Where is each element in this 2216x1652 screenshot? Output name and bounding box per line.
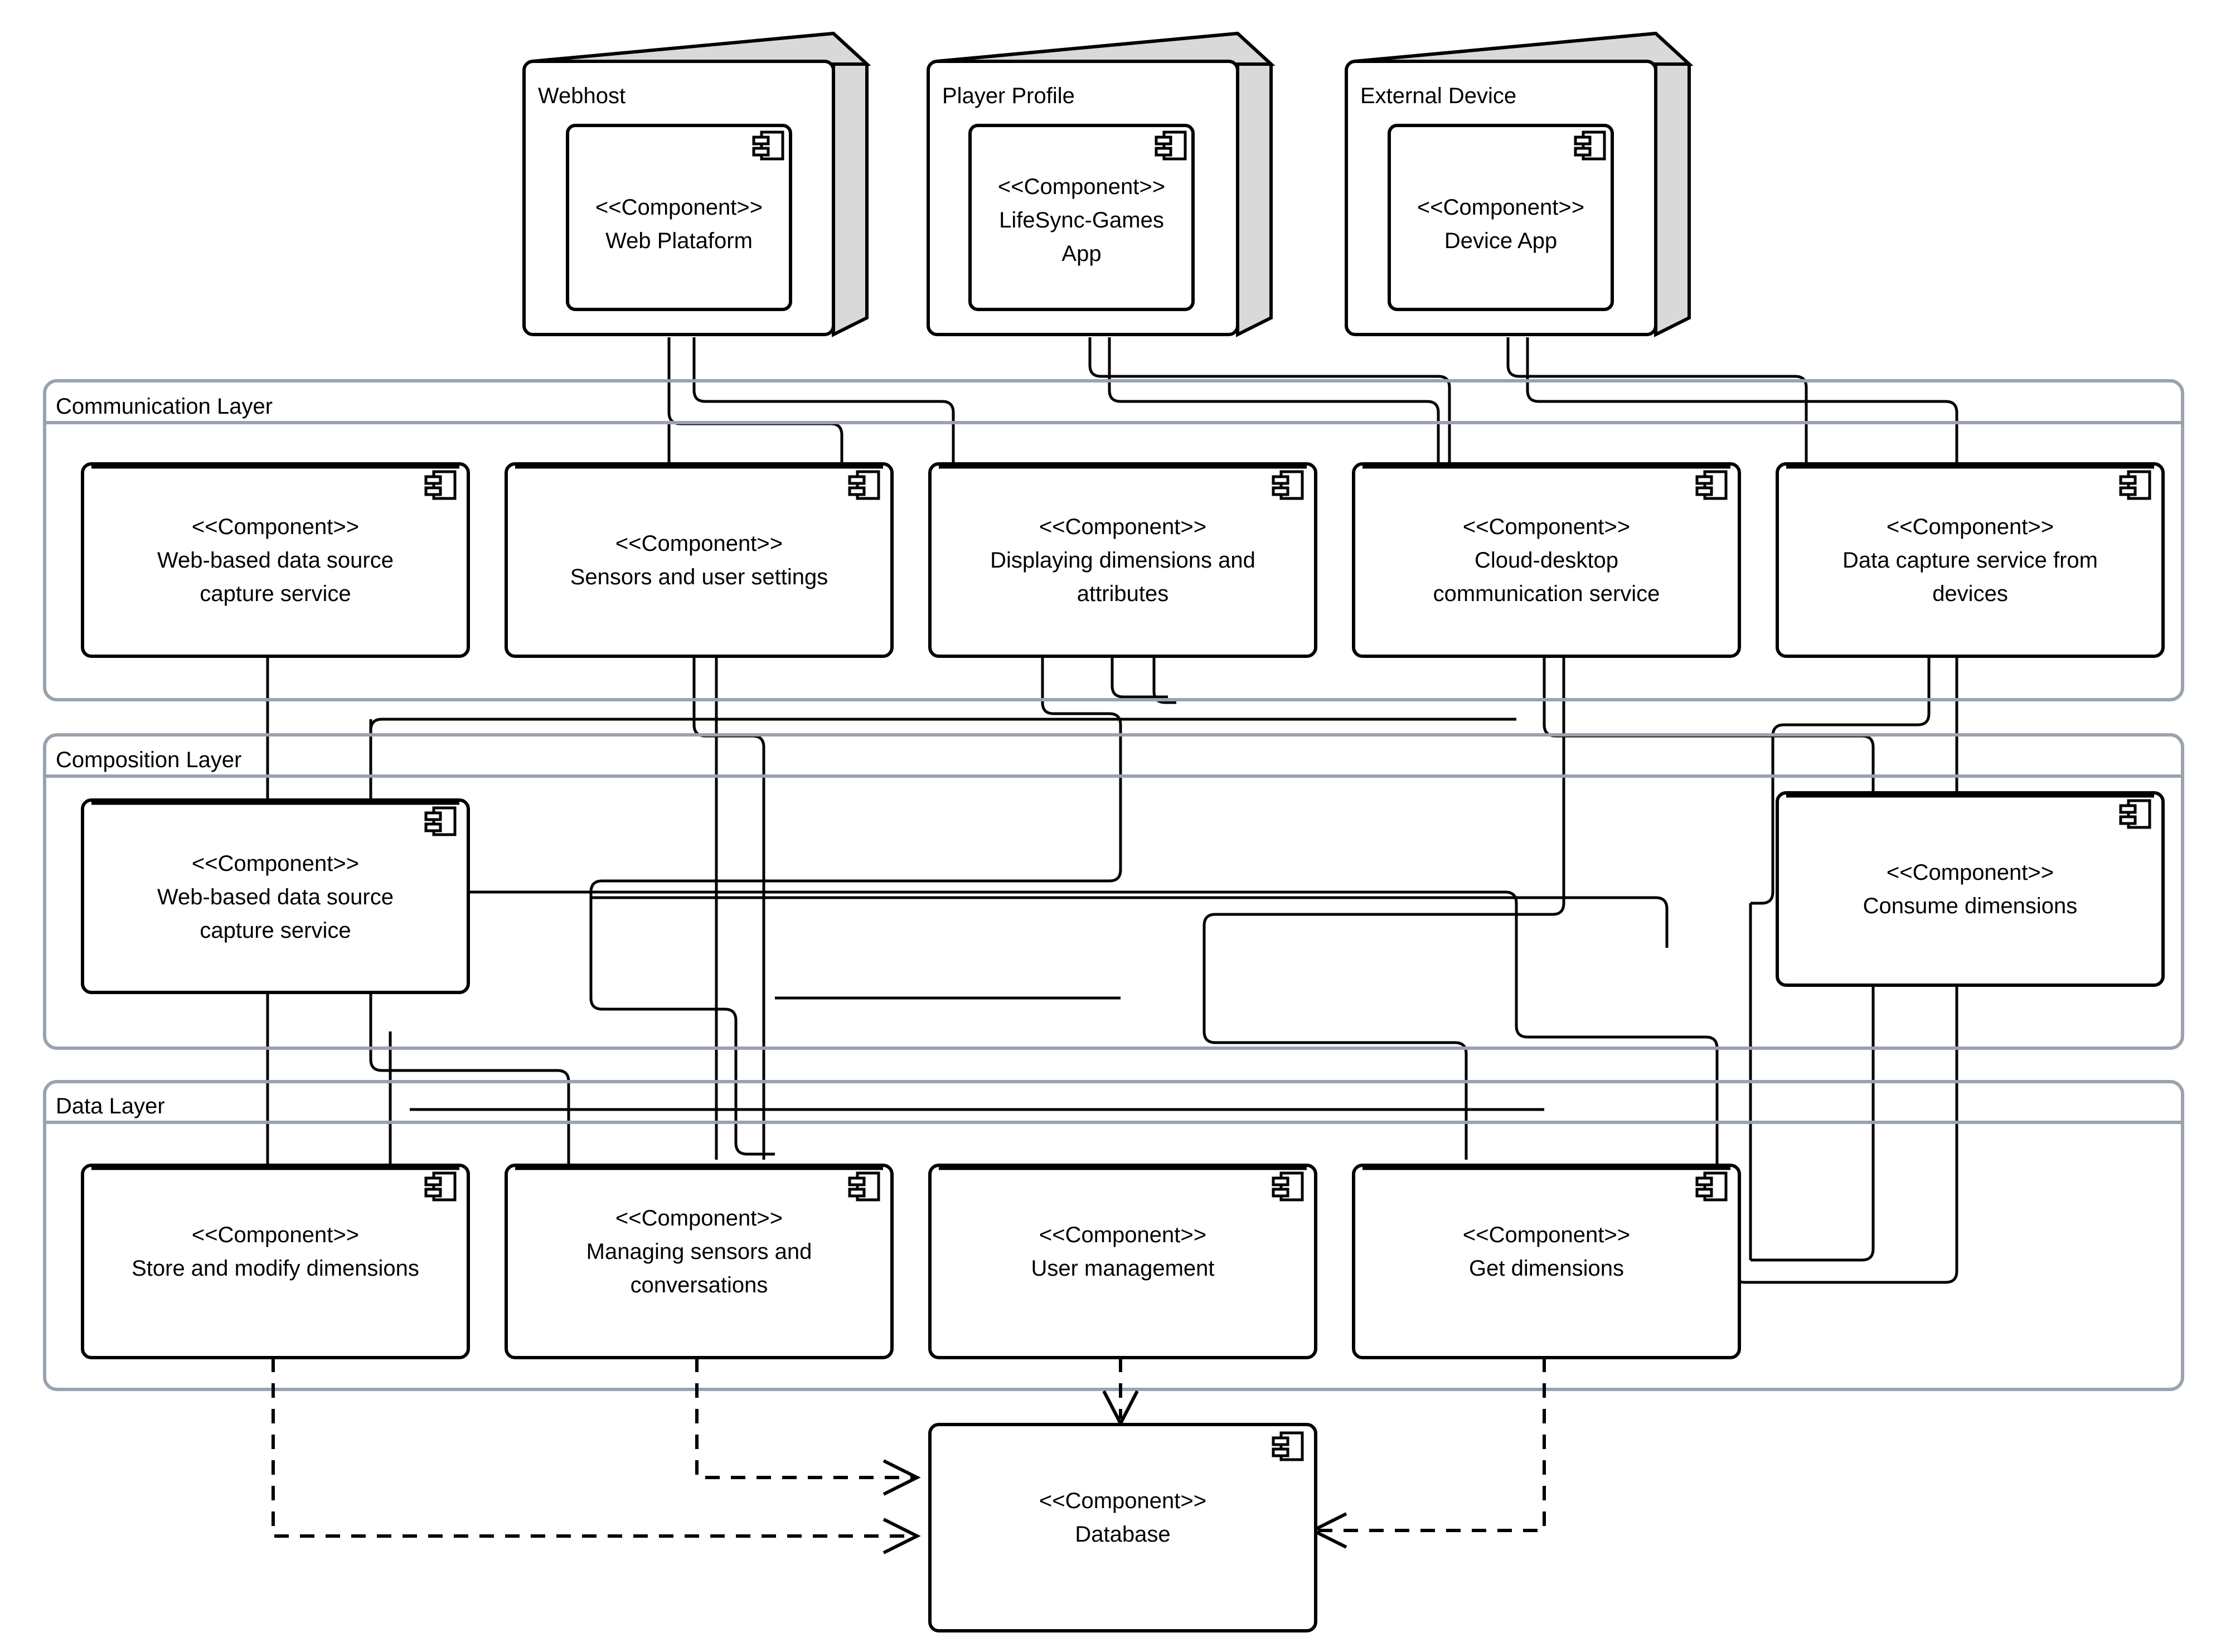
layer-title-communication: Communication Layer	[56, 394, 273, 419]
component-store-and-modify-dimensions[interactable]: <<Component>> Store and modify dimension…	[81, 1164, 470, 1359]
node-title-player-profile: Player Profile	[942, 84, 1075, 108]
component-stereotype: <<Component>>	[1463, 515, 1630, 539]
node-title-webhost: Webhost	[538, 84, 625, 108]
component-icon	[1695, 470, 1728, 500]
component-stereotype: <<Component>>	[1039, 1223, 1206, 1247]
component-name-line-2: App	[1061, 241, 1101, 266]
component-stereotype: <<Component>>	[192, 515, 359, 539]
layer-title-composition: Composition Layer	[56, 748, 242, 772]
layer-composition: Composition Layer	[43, 733, 2184, 1050]
component-icon	[1574, 130, 1606, 161]
component-stereotype: <<Component>>	[595, 195, 763, 220]
component-name-line: Device App	[1444, 229, 1557, 253]
component-icon	[1695, 1171, 1728, 1202]
component-stereotype: <<Component>>	[1039, 1489, 1206, 1513]
component-name-line: Web-based data source	[157, 548, 394, 573]
component-user-management[interactable]: <<Component>> User management	[928, 1164, 1317, 1359]
component-icon	[848, 1171, 880, 1202]
component-stereotype: <<Component>>	[615, 1206, 783, 1230]
component-data-capture-service-from-devices[interactable]: <<Component>> Data capture service from …	[1776, 462, 2165, 658]
component-stereotype: <<Component>>	[1887, 860, 2054, 885]
layer-data: Data Layer	[43, 1080, 2184, 1391]
component-icon	[424, 470, 457, 500]
component-web-based-data-source-capture-service-comp[interactable]: <<Component>> Web-based data source capt…	[81, 798, 470, 994]
component-consume-dimensions[interactable]: <<Component>> Consume dimensions	[1776, 791, 2165, 987]
component-box-lifesync-games-app[interactable]	[968, 124, 1195, 311]
component-database[interactable]: <<Component>> Database	[928, 1423, 1317, 1632]
component-get-dimensions[interactable]: <<Component>> Get dimensions	[1352, 1164, 1741, 1359]
component-icon	[848, 470, 880, 500]
communication-layer-components: <<Component>> Web-based data source capt…	[81, 462, 2165, 658]
composition-layer-components: <<Component>> Web-based data source capt…	[81, 791, 2165, 994]
component-icon	[752, 130, 784, 161]
component-icon	[424, 1171, 457, 1202]
component-icon	[2119, 799, 2151, 829]
component-stereotype: <<Component>>	[192, 851, 359, 876]
dependency-managing-to-database	[695, 1358, 914, 1479]
component-name-line: LifeSync-Games	[999, 208, 1164, 232]
component-icon	[1155, 130, 1187, 161]
component-name-line: Data capture service from	[1842, 548, 2098, 573]
component-sensors-and-user-settings[interactable]: <<Component>> Sensors and user settings	[505, 462, 894, 658]
component-name-line: Database	[1075, 1522, 1170, 1547]
component-box-device-app[interactable]	[1388, 124, 1614, 311]
node-player-profile[interactable]: Player Profile <<Component>> LifeSync-Ga…	[927, 31, 1276, 337]
layer-containers: Communication Layer Composition Layer Da…	[43, 379, 2184, 1391]
node-webhost[interactable]: Webhost <<Component>> Web Plataform	[522, 31, 871, 337]
layer-title-data: Data Layer	[56, 1094, 165, 1118]
component-name-line: User management	[1031, 1256, 1214, 1281]
node-title-external-device: External Device	[1360, 84, 1516, 108]
component-name-line: Consume dimensions	[1863, 894, 2078, 918]
component-name-line-2: conversations	[631, 1273, 768, 1297]
data-layer-components: <<Component>> Store and modify dimension…	[81, 1164, 1741, 1359]
component-stereotype: <<Component>>	[1463, 1223, 1630, 1247]
component-stereotype: <<Component>>	[998, 175, 1165, 199]
component-icon	[424, 806, 457, 836]
component-name-line: Displaying dimensions and	[990, 548, 1255, 573]
dependency-get-dimensions-to-database	[1316, 1358, 1546, 1532]
component-name-line-2: capture service	[200, 582, 351, 606]
component-stereotype: <<Component>>	[1887, 515, 2054, 539]
component-stereotype: <<Component>>	[192, 1223, 359, 1247]
component-name-line: Web Plataform	[605, 229, 753, 253]
component-name-line-2: communication service	[1433, 582, 1660, 606]
component-icon	[1272, 1171, 1304, 1202]
component-displaying-dimensions-and-attributes[interactable]: <<Component>> Displaying dimensions and …	[928, 462, 1317, 658]
component-box-web-plataform[interactable]	[566, 124, 792, 311]
dependency-store-to-database	[271, 1358, 914, 1538]
component-name-line-2: attributes	[1077, 582, 1169, 606]
component-web-based-data-source-capture-service-comm[interactable]: <<Component>> Web-based data source capt…	[81, 462, 470, 658]
component-cloud-desktop-communication-service[interactable]: <<Component>> Cloud-desktop communicatio…	[1352, 462, 1741, 658]
layer-communication: Communication Layer	[43, 379, 2184, 701]
component-name-line-2: devices	[1932, 582, 2008, 606]
component-name-line: Sensors and user settings	[570, 565, 828, 589]
component-name-line: Store and modify dimensions	[132, 1256, 419, 1281]
component-icon	[1272, 470, 1304, 500]
component-name-line: Web-based data source	[157, 885, 394, 909]
component-name-line: Managing sensors and	[586, 1239, 812, 1264]
component-name-line-2: capture service	[200, 918, 351, 943]
component-managing-sensors-and-conversations[interactable]: <<Component>> Managing sensors and conve…	[505, 1164, 894, 1359]
component-name-line: Cloud-desktop	[1475, 548, 1618, 573]
component-stereotype: <<Component>>	[1039, 515, 1206, 539]
component-icon	[2119, 470, 2151, 500]
component-stereotype: <<Component>>	[1417, 195, 1584, 220]
component-stereotype: <<Component>>	[615, 531, 783, 556]
component-name-line: Get dimensions	[1469, 1256, 1624, 1281]
node-external-device[interactable]: External Device <<Component>> Device App	[1345, 31, 1694, 337]
dependency-arrows	[271, 1358, 1546, 1554]
component-icon	[1272, 1431, 1304, 1461]
